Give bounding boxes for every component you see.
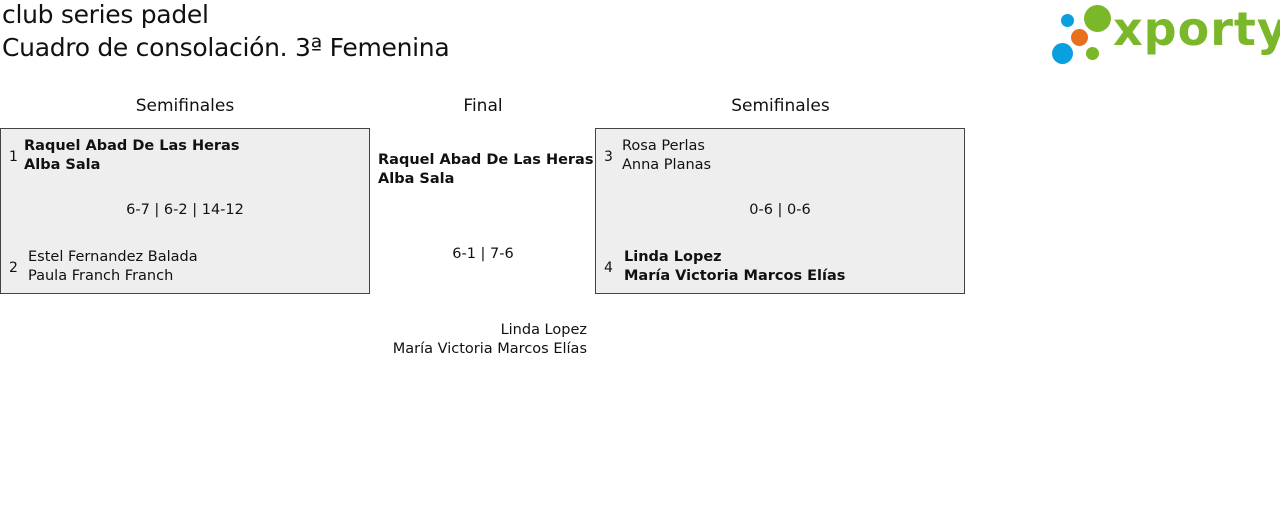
player-name: Paula Franch Franch: [28, 268, 174, 284]
logo-wordmark: xporty: [1113, 2, 1280, 56]
seed-number: 1: [9, 149, 18, 165]
round-heading-semifinal-right: Semifinales: [731, 96, 830, 116]
logo-dot-blue-small: [1061, 14, 1074, 27]
draw-title: Cuadro de consolación. 3ª Femenina: [2, 33, 450, 62]
xporty-logo[interactable]: xporty: [1050, 2, 1280, 68]
logo-dot-green-large: [1084, 5, 1111, 32]
semifinal-match-left[interactable]: 1 Raquel Abad De Las Heras Alba Sala 6-7…: [0, 128, 370, 294]
final-winner-pair: Raquel Abad De Las Heras Alba Sala: [378, 151, 593, 189]
logo-dot-orange: [1071, 29, 1088, 46]
player-name: Alba Sala: [24, 157, 101, 173]
pair-winner: Linda Lopez María Victoria Marcos Elías: [624, 248, 845, 286]
pair-winner: Raquel Abad De Las Heras Alba Sala: [24, 137, 239, 175]
match-score: 6-7 | 6-2 | 14-12: [126, 202, 244, 218]
player-name: Anna Planas: [622, 157, 712, 173]
match-score: 0-6 | 0-6: [749, 202, 811, 218]
seed-number: 2: [9, 260, 18, 276]
final-runner-up-pair: Linda Lopez María Victoria Marcos Elías: [370, 321, 587, 359]
logo-dot-green-small: [1086, 47, 1099, 60]
player-name: Rosa Perlas: [622, 138, 705, 154]
player-name: Linda Lopez: [500, 322, 587, 338]
round-heading-semifinal-left: Semifinales: [135, 96, 235, 116]
semifinal-match-right[interactable]: 3 Rosa Perlas Anna Planas 0-6 | 0-6 4 Li…: [595, 128, 965, 294]
player-name: Alba Sala: [378, 171, 455, 187]
player-name: Estel Fernandez Balada: [28, 249, 198, 265]
player-name: María Victoria Marcos Elías: [624, 268, 846, 284]
player-name: María Victoria Marcos Elías: [392, 341, 587, 357]
seed-number: 4: [604, 260, 613, 276]
club-name: club series padel: [2, 0, 209, 29]
player-name: Raquel Abad De Las Heras: [24, 138, 240, 154]
player-name: Raquel Abad De Las Heras: [378, 152, 594, 168]
round-heading-final: Final: [463, 96, 503, 116]
logo-dot-blue-large: [1052, 43, 1073, 64]
final-score: 6-1 | 7-6: [452, 246, 514, 262]
seed-number: 3: [604, 149, 613, 165]
pair-loser: Rosa Perlas Anna Planas: [622, 137, 711, 175]
player-name: Linda Lopez: [624, 249, 722, 265]
pair-loser: Estel Fernandez Balada Paula Franch Fran…: [28, 248, 198, 286]
